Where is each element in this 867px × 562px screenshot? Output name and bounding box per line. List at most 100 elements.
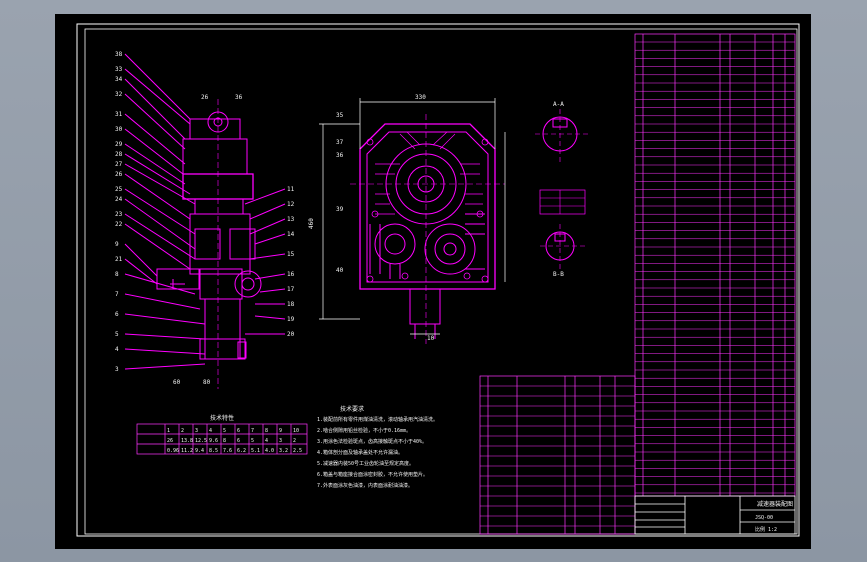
sheet-border bbox=[76, 23, 800, 537]
svg-text:34: 34 bbox=[115, 76, 123, 83]
svg-text:19: 19 bbox=[287, 316, 295, 323]
spec-table-cell: 9.4 bbox=[195, 448, 204, 454]
spec-table-cell: 7 bbox=[251, 428, 254, 434]
spec-table-cell: 4 bbox=[265, 438, 268, 444]
side-view bbox=[124, 53, 286, 389]
tech-req-line: 2.啮合侧隙用铅丝检验，不小于0.16mm。 bbox=[317, 427, 411, 434]
svg-text:7: 7 bbox=[115, 291, 119, 298]
spec-table-cell: 12.5 bbox=[195, 438, 207, 444]
svg-text:31: 31 bbox=[115, 111, 123, 118]
spec-table-cell: 8.5 bbox=[209, 448, 218, 454]
tech-req-lines: 1.装配前所有零件用煤油清洗，滚动轴承用汽油清洗。 2.啮合侧隙用铅丝检验，不小于… bbox=[317, 416, 438, 489]
svg-text:6: 6 bbox=[115, 311, 119, 318]
section-a-label: A-A bbox=[553, 101, 564, 108]
svg-text:26: 26 bbox=[115, 171, 123, 178]
svg-text:15: 15 bbox=[287, 251, 295, 258]
svg-text:23: 23 bbox=[115, 211, 123, 218]
svg-text:38: 38 bbox=[115, 51, 123, 58]
svg-text:460: 460 bbox=[308, 218, 315, 229]
svg-text:80: 80 bbox=[203, 379, 211, 386]
spec-table-cell: 2 bbox=[293, 438, 296, 444]
spec-table-cell: 9.6 bbox=[209, 438, 218, 444]
svg-text:32: 32 bbox=[115, 91, 123, 98]
title-block-drawing-no: JSQ-00 bbox=[755, 515, 773, 521]
svg-text:22: 22 bbox=[115, 221, 123, 228]
svg-text:12: 12 bbox=[287, 201, 295, 208]
title-block-tag: 减速器装配图 bbox=[757, 500, 793, 508]
svg-text:3: 3 bbox=[115, 366, 119, 373]
parts-list bbox=[634, 33, 796, 497]
svg-text:36: 36 bbox=[235, 94, 243, 101]
spec-table-cell: 4.0 bbox=[265, 448, 274, 454]
svg-text:37: 37 bbox=[336, 139, 344, 146]
spec-table-cell: 26 bbox=[167, 438, 173, 444]
svg-text:10: 10 bbox=[427, 335, 435, 342]
svg-text:28: 28 bbox=[115, 151, 123, 158]
spec-table-cell: 6 bbox=[237, 438, 240, 444]
spec-table-cell: 2.5 bbox=[293, 448, 302, 454]
spec-table-cell: 7.6 bbox=[223, 448, 232, 454]
spec-table-heading: 技术特性 bbox=[210, 414, 234, 422]
svg-text:30: 30 bbox=[115, 126, 123, 133]
inner-frame bbox=[84, 28, 798, 535]
svg-text:21: 21 bbox=[115, 256, 123, 263]
svg-text:35: 35 bbox=[336, 112, 344, 119]
svg-text:40: 40 bbox=[336, 267, 344, 274]
spec-table-cell: 8 bbox=[265, 428, 268, 434]
tech-req-line: 1.装配前所有零件用煤油清洗，滚动轴承用汽油清洗。 bbox=[317, 416, 438, 423]
title-block bbox=[634, 495, 796, 535]
spec-table-cell: 6.2 bbox=[237, 448, 246, 454]
svg-text:39: 39 bbox=[336, 206, 344, 213]
parts-list-rows bbox=[635, 41, 795, 494]
title-block-sub: 比例 1:2 bbox=[755, 526, 777, 533]
tech-req-line: 7.外表面涂灰色油漆，内表面涂耐油油漆。 bbox=[317, 482, 413, 489]
spec-table bbox=[136, 423, 308, 455]
spec-table-cell: 13.8 bbox=[181, 438, 193, 444]
spec-table-cell: 3 bbox=[195, 428, 198, 434]
svg-text:16: 16 bbox=[287, 271, 295, 278]
spec-table-cell: 10 bbox=[293, 428, 299, 434]
spec-table-cell: 1 bbox=[167, 428, 170, 434]
svg-text:25: 25 bbox=[115, 186, 123, 193]
spec-table-cell: 0.96 bbox=[167, 448, 179, 454]
svg-text:60: 60 bbox=[173, 379, 181, 386]
section-details bbox=[535, 109, 590, 269]
parts-list-bottom-rows bbox=[480, 385, 635, 527]
svg-text:5: 5 bbox=[115, 331, 119, 338]
svg-text:17: 17 bbox=[287, 286, 295, 293]
svg-text:27: 27 bbox=[115, 161, 123, 168]
svg-text:9: 9 bbox=[115, 241, 119, 248]
svg-text:4: 4 bbox=[115, 346, 119, 353]
spec-table-cell: 5.1 bbox=[251, 448, 260, 454]
spec-table-cell: 8 bbox=[223, 438, 226, 444]
svg-text:13: 13 bbox=[287, 216, 295, 223]
svg-text:26: 26 bbox=[201, 94, 209, 101]
front-view-dims bbox=[319, 98, 506, 335]
svg-text:36: 36 bbox=[336, 152, 344, 159]
svg-text:8: 8 bbox=[115, 271, 119, 278]
tech-req-line: 3.用涂色法检验斑点，齿高接触斑点不小于40%。 bbox=[317, 438, 427, 445]
svg-text:20: 20 bbox=[287, 331, 295, 338]
tech-req-line: 5.减速器内装50号工业齿轮油至规定高度。 bbox=[317, 460, 414, 467]
tech-req-line: 4.箱体剖分面及轴承盖处不允许漏油。 bbox=[317, 449, 403, 456]
spec-table-cell: 5 bbox=[251, 438, 254, 444]
parts-list-bottom bbox=[479, 375, 636, 535]
svg-text:29: 29 bbox=[115, 141, 123, 148]
svg-text:24: 24 bbox=[115, 196, 123, 203]
spec-table-cell: 3 bbox=[279, 438, 282, 444]
svg-text:330: 330 bbox=[415, 94, 426, 101]
spec-table-cell: 5 bbox=[223, 428, 226, 434]
svg-text:11: 11 bbox=[287, 186, 295, 193]
tech-req-line: 6.箱盖与箱座接合面涂密封胶，不允许使用垫片。 bbox=[317, 471, 428, 478]
spec-table-cell: 4 bbox=[209, 428, 212, 434]
front-view-labels: 330 460 35 37 36 39 40 10 bbox=[308, 94, 435, 342]
tech-req-heading: 技术要求 bbox=[340, 405, 364, 413]
svg-text:33: 33 bbox=[115, 66, 123, 73]
spec-table-cell: 2 bbox=[181, 428, 184, 434]
section-labels: A-A B-B bbox=[553, 101, 564, 278]
spec-table-cell: 11.2 bbox=[181, 448, 193, 454]
